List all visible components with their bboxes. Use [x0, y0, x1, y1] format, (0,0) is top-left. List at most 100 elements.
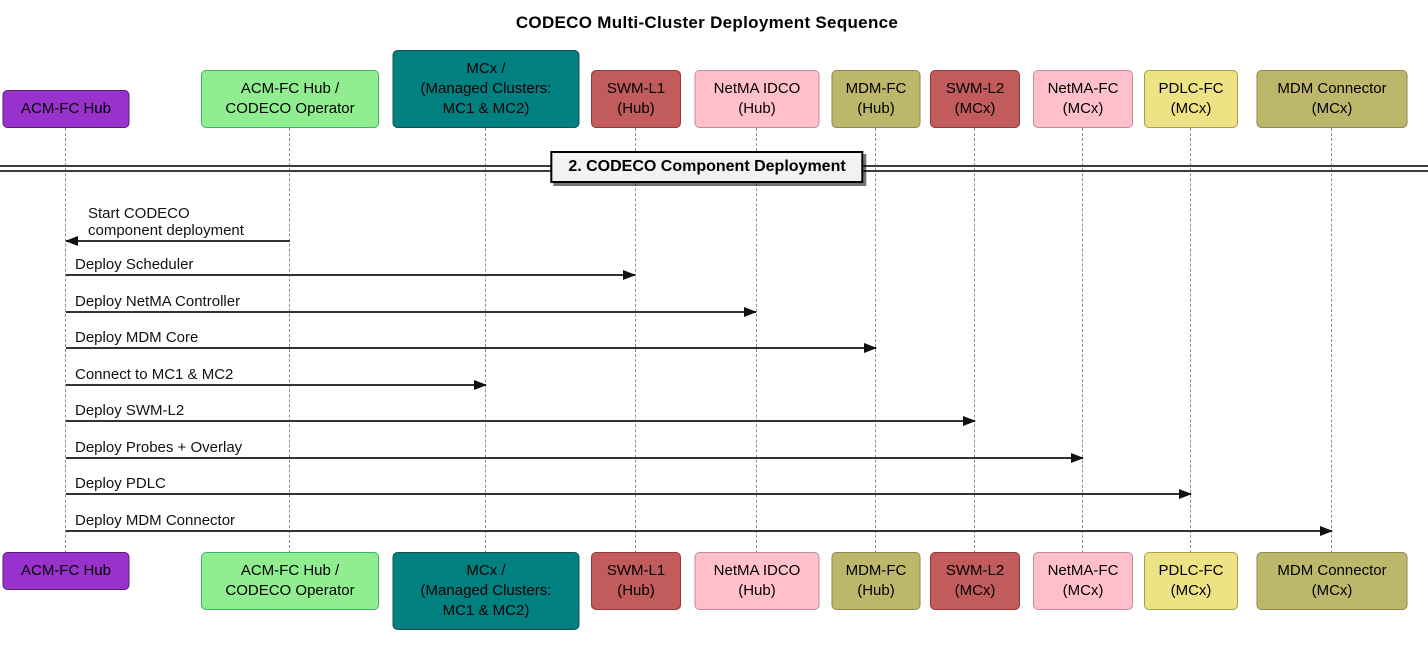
actor-label: SWM-L2	[945, 80, 1005, 97]
actor-label: (Hub)	[738, 582, 776, 599]
section-divider-label: 2. CODECO Component Deployment	[550, 151, 864, 183]
actor-box-mdm-fc-top: MDM-FC (Hub)	[831, 70, 921, 128]
actor-box-netma-fc-bottom: NetMA-FC (MCx)	[1033, 552, 1133, 610]
arrowhead-right-icon	[744, 307, 757, 317]
message-arrow-connect-mc1-mc2	[66, 380, 487, 390]
message-arrow-deploy-pdlc	[66, 489, 1192, 499]
actor-label: (MCx)	[1311, 100, 1353, 117]
lifeline-swm-l1	[635, 128, 636, 553]
actor-label: CODECO Operator	[225, 100, 355, 117]
arrowhead-right-icon	[623, 270, 636, 280]
lifeline-mcx	[485, 128, 486, 553]
actor-label: ACM-FC Hub	[20, 100, 111, 117]
actor-label: (Hub)	[738, 100, 776, 117]
actor-label: (MCx)	[1062, 100, 1104, 117]
actor-label: PDLC-FC	[1158, 80, 1224, 97]
message-label-deploy-pdlc: Deploy PDLC	[75, 475, 166, 492]
actor-box-codeco-operator-top: ACM-FC Hub / CODECO Operator	[201, 70, 379, 128]
message-label-deploy-swm-l2: Deploy SWM-L2	[75, 402, 184, 419]
arrowhead-left-icon	[65, 236, 78, 246]
actor-label: MDM Connector	[1277, 562, 1387, 579]
actor-label: SWM-L2	[945, 562, 1005, 579]
actor-label: MDM-FC	[845, 80, 907, 97]
actor-box-mdm-fc-bottom: MDM-FC (Hub)	[831, 552, 921, 610]
actor-label: MC1 & MC2)	[442, 100, 530, 117]
actor-box-mdm-connector-bottom: MDM Connector (MCx)	[1256, 552, 1408, 610]
lifeline-mdm-connector	[1331, 128, 1332, 553]
message-arrow-deploy-scheduler	[66, 270, 636, 280]
actor-label: (Hub)	[617, 582, 655, 599]
actor-label: (Hub)	[857, 582, 895, 599]
actor-label: (MCx)	[1170, 582, 1212, 599]
message-label-line: Connect to MC1 & MC2	[75, 366, 234, 383]
message-label-deploy-mdm-core: Deploy MDM Core	[75, 329, 198, 346]
actor-box-pdlc-fc-bottom: PDLC-FC (MCx)	[1144, 552, 1238, 610]
actor-box-netma-idco-bottom: NetMA IDCO (Hub)	[694, 552, 820, 610]
actor-label: (MCx)	[1062, 582, 1104, 599]
actor-box-mcx-top: MCx / (Managed Clusters: MC1 & MC2)	[392, 50, 580, 128]
message-label-deploy-mdm-connector: Deploy MDM Connector	[75, 512, 235, 529]
actor-box-swm-l1-top: SWM-L1 (Hub)	[591, 70, 681, 128]
lifeline-netma-fc	[1082, 128, 1083, 553]
arrowhead-right-icon	[864, 343, 877, 353]
lifeline-acm-fc-hub	[65, 128, 66, 553]
actor-label: MC1 & MC2)	[442, 602, 530, 619]
message-label-start-codeco: Start CODECO component deployment	[88, 205, 244, 239]
message-label-line: component deployment	[88, 222, 244, 239]
actor-label: NetMA-FC	[1047, 562, 1119, 579]
actor-label: MDM-FC	[845, 562, 907, 579]
arrowhead-right-icon	[1071, 453, 1084, 463]
message-arrow-start-codeco	[65, 236, 290, 246]
actor-box-swm-l1-bottom: SWM-L1 (Hub)	[591, 552, 681, 610]
actor-label: MCx /	[466, 562, 506, 579]
actor-box-acm-fc-hub-top: ACM-FC Hub	[2, 90, 130, 128]
lifeline-codeco-operator	[289, 128, 290, 553]
message-arrow-deploy-mdm-core	[66, 343, 877, 353]
actor-box-acm-fc-hub-bottom: ACM-FC Hub	[2, 552, 130, 590]
actor-label: (Managed Clusters:	[420, 582, 552, 599]
message-label-line: Deploy MDM Connector	[75, 512, 236, 529]
actor-label: (Hub)	[617, 100, 655, 117]
actor-label: MDM Connector	[1277, 80, 1387, 97]
actor-box-netma-fc-top: NetMA-FC (MCx)	[1033, 70, 1133, 128]
actor-label: (Hub)	[857, 100, 895, 117]
message-label-connect-mc1-mc2: Connect to MC1 & MC2	[75, 366, 233, 383]
actor-label: CODECO Operator	[225, 582, 355, 599]
actor-label: (MCx)	[1311, 582, 1353, 599]
actor-label: NetMA-FC	[1047, 80, 1119, 97]
message-arrow-deploy-probes-overlay	[66, 453, 1084, 463]
message-label-deploy-probes-overlay: Deploy Probes + Overlay	[75, 439, 242, 456]
actor-label: NetMA IDCO	[713, 80, 801, 97]
message-label-line: Start CODECO	[88, 205, 190, 222]
lifeline-pdlc-fc	[1190, 128, 1191, 553]
message-label-line: Deploy NetMA Controller	[75, 293, 241, 310]
actor-label: ACM-FC Hub /	[240, 562, 340, 579]
message-arrow-deploy-mdm-connector	[66, 526, 1333, 536]
actor-label: (MCx)	[954, 100, 996, 117]
actor-label: ACM-FC Hub /	[240, 80, 340, 97]
actor-label: SWM-L1	[606, 80, 666, 97]
actor-label: SWM-L1	[606, 562, 666, 579]
actor-box-netma-idco-top: NetMA IDCO (Hub)	[694, 70, 820, 128]
message-label-deploy-netma-controller: Deploy NetMA Controller	[75, 293, 240, 310]
actor-box-pdlc-fc-top: PDLC-FC (MCx)	[1144, 70, 1238, 128]
actor-label: PDLC-FC	[1158, 562, 1224, 579]
arrowhead-right-icon	[1179, 489, 1192, 499]
actor-box-mcx-bottom: MCx / (Managed Clusters: MC1 & MC2)	[392, 552, 580, 630]
lifeline-swm-l2	[974, 128, 975, 553]
message-arrow-deploy-netma-controller	[66, 307, 757, 317]
message-label-line: Deploy PDLC	[75, 475, 166, 492]
message-label-line: Deploy Probes + Overlay	[75, 439, 243, 456]
message-label-line: Deploy Scheduler	[75, 256, 194, 273]
lifeline-netma-idco	[756, 128, 757, 553]
actor-label: (MCx)	[1170, 100, 1212, 117]
arrowhead-right-icon	[1320, 526, 1333, 536]
diagram-title: CODECO Multi-Cluster Deployment Sequence	[515, 13, 899, 32]
message-label-line: Deploy SWM-L2	[75, 402, 185, 419]
actor-label: ACM-FC Hub	[20, 562, 111, 579]
actor-label: NetMA IDCO	[713, 562, 801, 579]
arrowhead-right-icon	[963, 416, 976, 426]
actor-label: (Managed Clusters:	[420, 80, 552, 97]
actor-box-mdm-connector-top: MDM Connector (MCx)	[1256, 70, 1408, 128]
